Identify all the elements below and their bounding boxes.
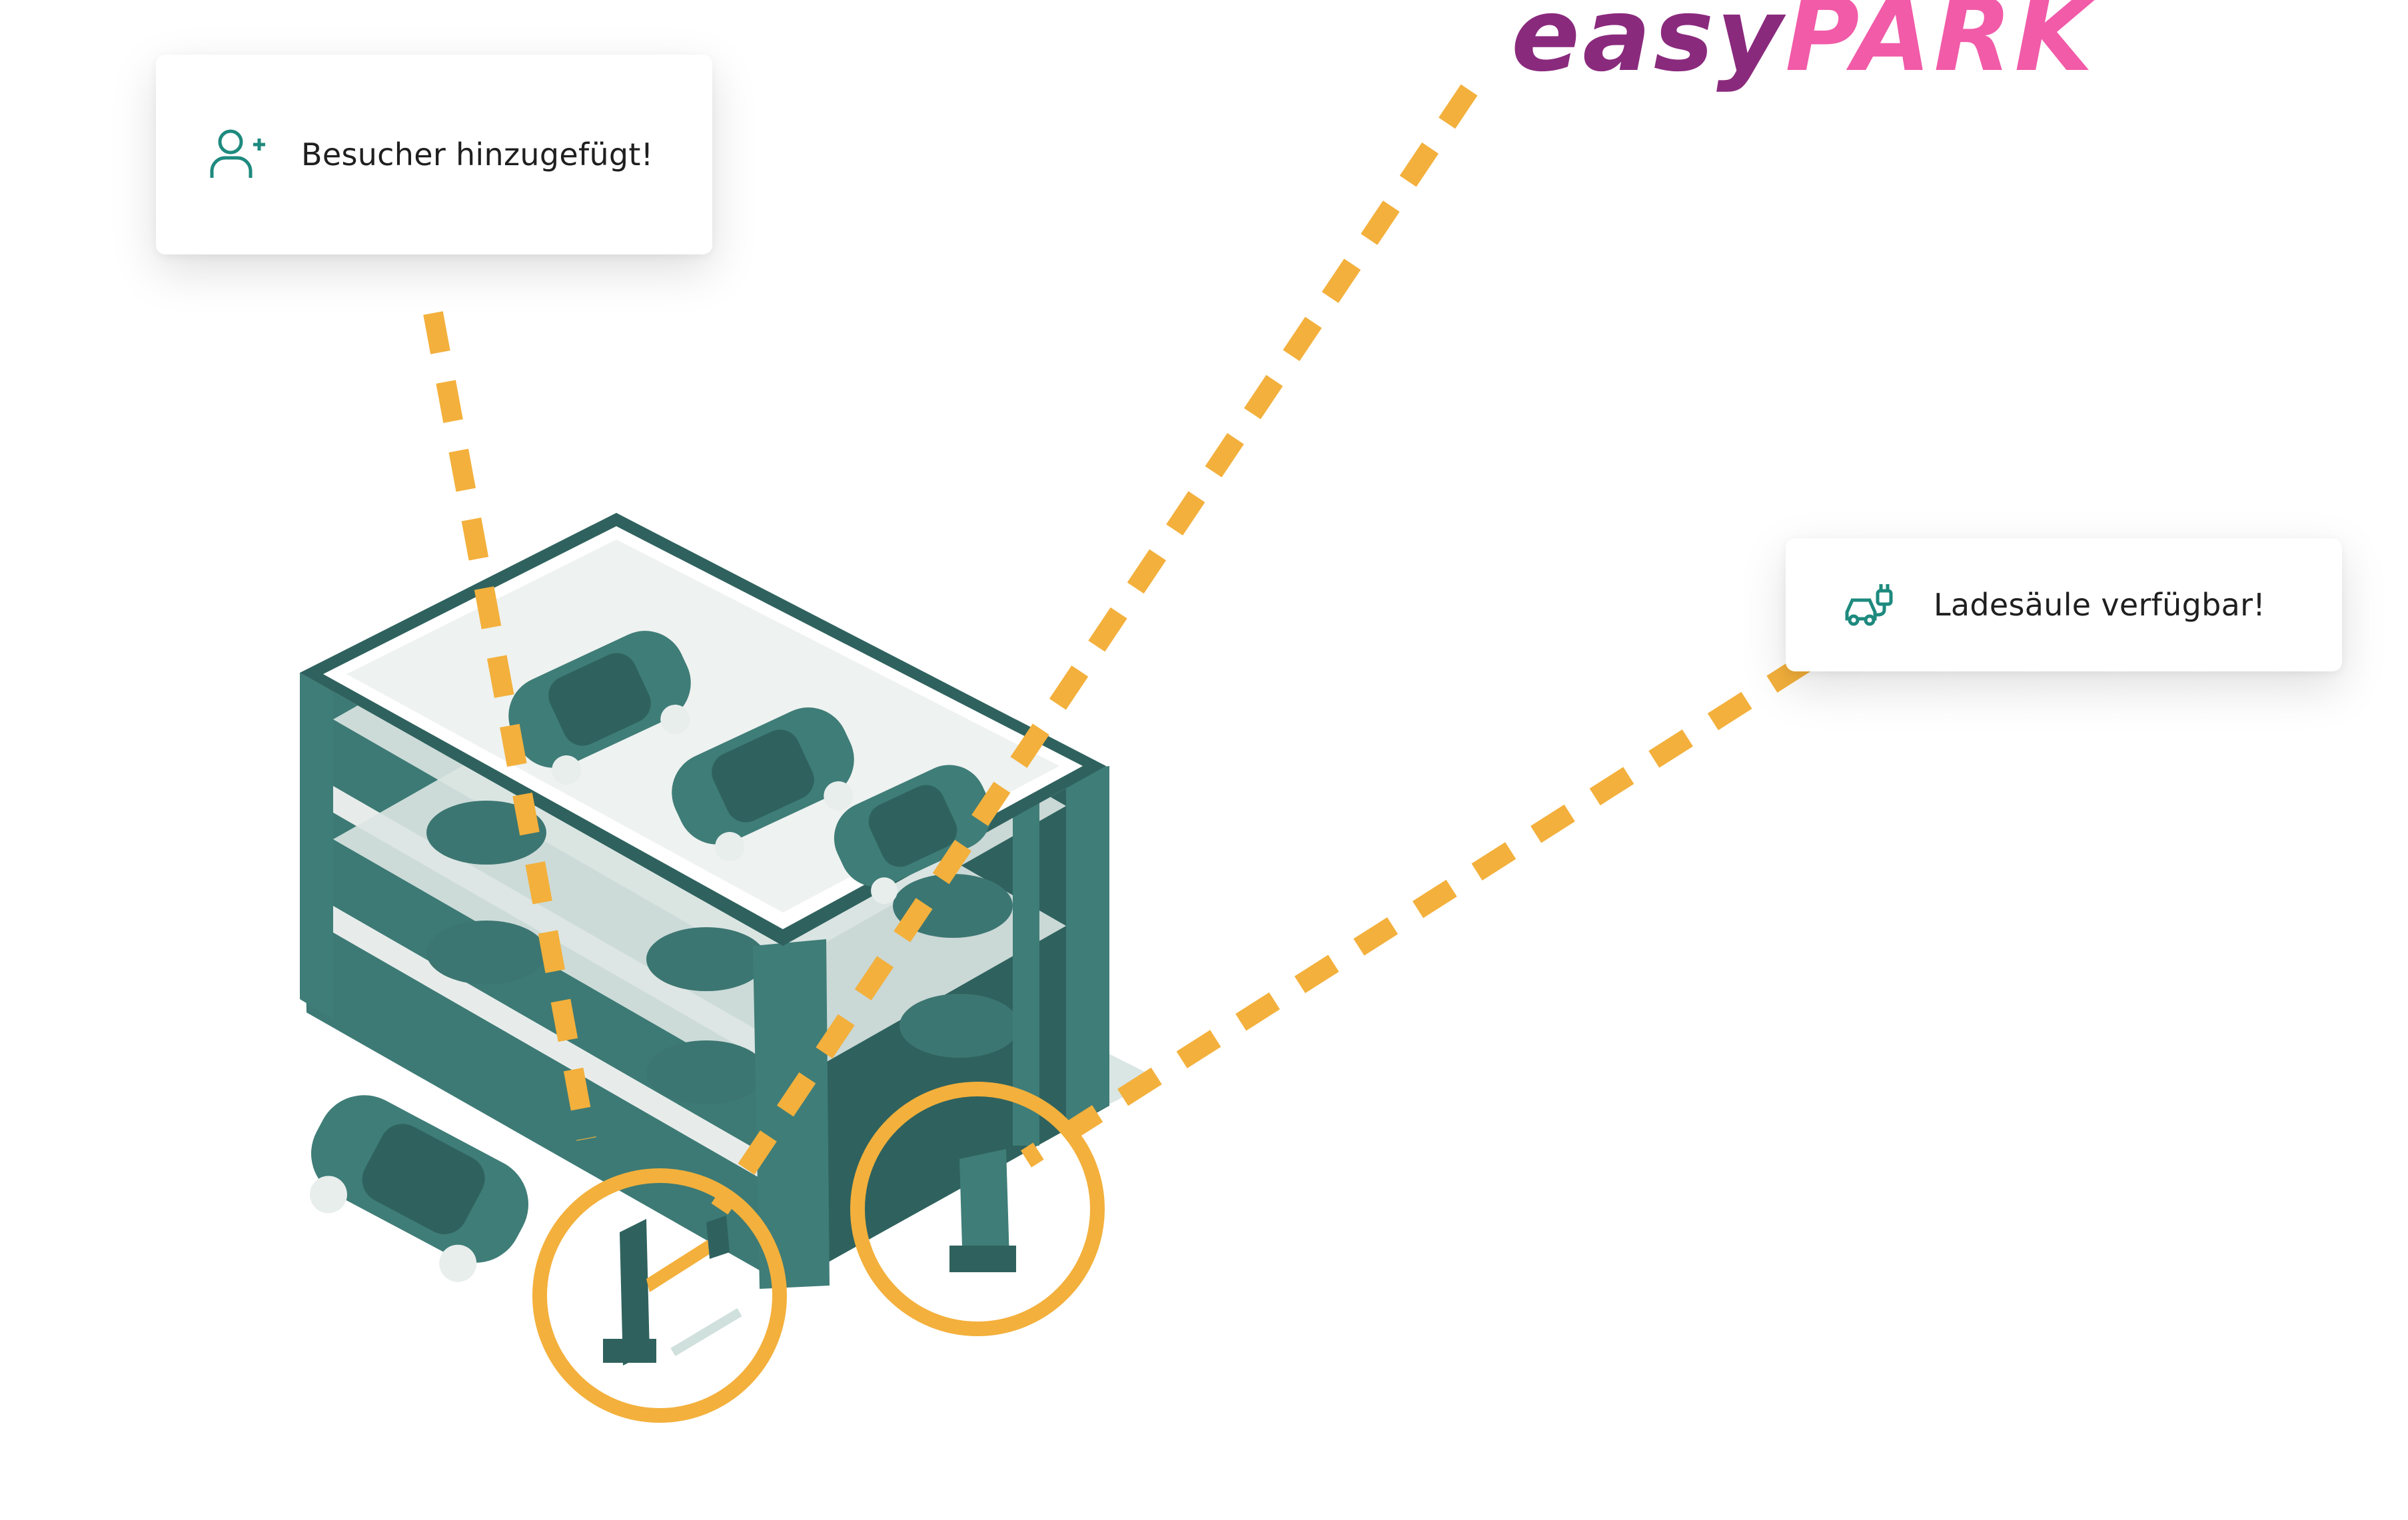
visitor-added-notification: Besucher hinzugefügt!	[156, 55, 712, 254]
barrier-highlight-circle	[532, 1168, 787, 1423]
charger-notification-text: Ladesäule verfügbar!	[1934, 587, 2266, 623]
logo-easy-text: easy	[1511, 0, 1786, 94]
floor-slab-2	[333, 906, 773, 1186]
easypark-logo: easyPARK	[1511, 0, 2096, 86]
visitor-notification-text: Besucher hinzugefügt!	[301, 137, 654, 173]
barrier-gate	[603, 1216, 742, 1365]
ev-charger-icon	[1843, 581, 1896, 628]
roof-cars	[508, 631, 992, 905]
charger-available-notification: Ladesäule verfügbar!	[1786, 538, 2342, 671]
charging-post	[949, 1149, 1016, 1272]
user-plus-icon	[207, 125, 267, 185]
ground-car	[309, 1095, 528, 1282]
connector-visitor	[423, 311, 596, 1141]
charger-highlight-circle	[850, 1082, 1105, 1336]
connector-logo	[711, 84, 1478, 1215]
logo-park-text: PARK	[1785, 0, 2096, 94]
connector-lines	[423, 84, 1812, 1215]
connector-charger	[1020, 654, 1812, 1168]
